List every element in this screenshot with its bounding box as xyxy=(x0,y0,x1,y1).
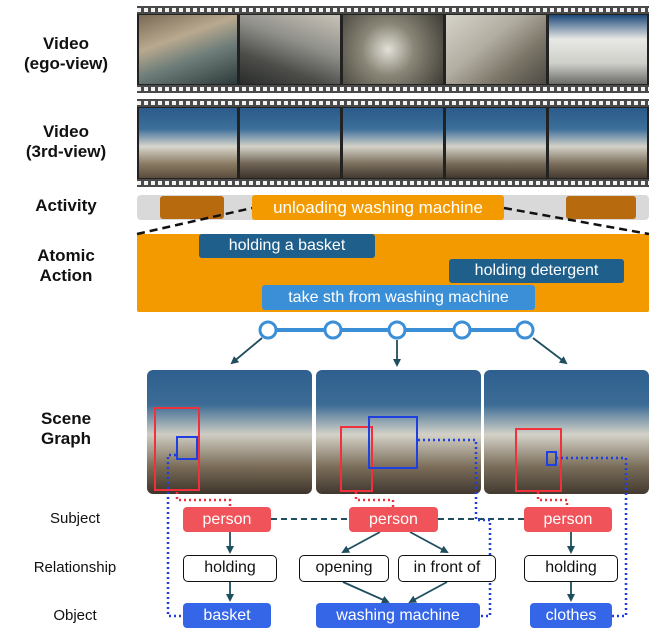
relationship-node: holding xyxy=(524,555,618,582)
row-label-subject: Subject xyxy=(49,510,101,527)
timeline-node xyxy=(515,320,535,340)
object-node: basket xyxy=(183,603,271,628)
activity-segment-main xyxy=(252,195,504,220)
timeline-node xyxy=(387,320,407,340)
frame-arrow xyxy=(230,337,263,365)
scene-frame-1 xyxy=(147,370,312,494)
subject-link xyxy=(536,492,569,507)
ego-frame xyxy=(139,15,237,84)
third-frame xyxy=(343,108,443,178)
row-label-atomic-action: Atomic Action xyxy=(37,246,95,285)
relationship-node: in front of xyxy=(398,555,496,582)
row-label-video-3rd: Video (3rd-view) xyxy=(25,122,107,161)
object-arrow xyxy=(342,581,390,604)
atomic-action-holding-basket: holding a basket xyxy=(199,234,375,258)
third-frame xyxy=(240,108,340,178)
third-frame xyxy=(446,108,546,178)
timeline-node xyxy=(258,320,278,340)
ego-frame xyxy=(446,15,546,84)
atomic-action-take-from-machine: take sth from washing machine xyxy=(262,285,535,310)
ego-frame xyxy=(549,15,647,84)
activity-segment-left xyxy=(160,196,224,219)
row-label-relationship: Relationship xyxy=(33,559,117,576)
subject-node: person xyxy=(349,507,438,532)
ego-frame xyxy=(343,15,443,84)
scene-frame-3 xyxy=(484,370,649,494)
third-frame xyxy=(549,108,647,178)
subject-node: person xyxy=(524,507,612,532)
atomic-action-holding-detergent: holding detergent xyxy=(449,259,624,283)
subject-link xyxy=(175,492,232,507)
frame-arrow xyxy=(532,337,568,365)
subject-node: person xyxy=(183,507,271,532)
activity-segment-right xyxy=(566,196,636,219)
timeline-node xyxy=(452,320,472,340)
object-bbox xyxy=(176,436,198,460)
relation-arrow xyxy=(409,531,449,553)
object-node: clothes xyxy=(530,603,612,628)
relationship-node: opening xyxy=(299,555,389,582)
third-frame xyxy=(139,108,237,178)
ego-view-filmstrip xyxy=(137,6,649,93)
subject-link xyxy=(354,492,395,507)
row-label-object: Object xyxy=(53,607,97,624)
relation-arrow xyxy=(341,531,381,553)
row-label-scene-graph: Scene Graph xyxy=(40,409,92,448)
timeline-node xyxy=(323,320,343,340)
row-label-video-ego: Video (ego-view) xyxy=(23,34,109,73)
row-label-activity: Activity xyxy=(35,196,97,215)
object-bbox xyxy=(368,416,418,469)
activity-label: unloading washing machine xyxy=(273,198,483,217)
scene-frame-2 xyxy=(316,370,481,494)
third-view-filmstrip xyxy=(137,99,649,187)
relationship-node: holding xyxy=(183,555,277,582)
subject-bbox xyxy=(340,426,373,492)
object-bbox xyxy=(546,451,557,466)
ego-frame xyxy=(240,15,340,84)
object-node: washing machine xyxy=(316,603,480,628)
object-arrow xyxy=(408,581,448,603)
